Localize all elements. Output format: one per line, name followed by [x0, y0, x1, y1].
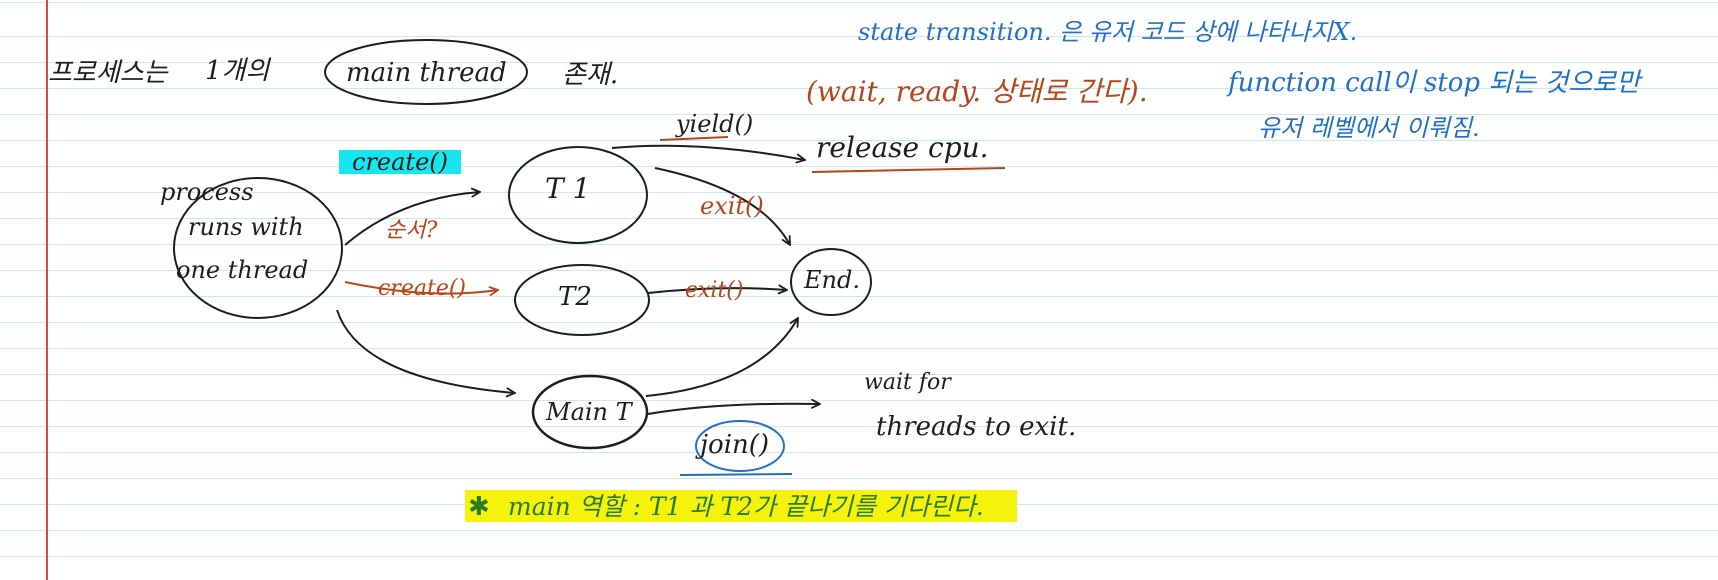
note-orange: (wait, ready. 상태로 간다).: [806, 75, 1148, 108]
edge-main-end: [645, 318, 798, 397]
edge-yield: [611, 144, 805, 160]
main-t-node: [531, 374, 649, 450]
join-underline: [679, 473, 793, 476]
edge-process-main: [336, 309, 515, 393]
process-label-1: process: [160, 178, 254, 206]
edge-main-join: [647, 404, 820, 415]
end-node: [790, 248, 872, 316]
header-suffix: 존재.: [562, 60, 619, 90]
yield-underline: [659, 136, 729, 141]
wait-for-label: wait for: [864, 370, 951, 395]
edge-create-t1: [344, 192, 480, 246]
edge-t1-exit: [654, 167, 790, 245]
process-label-3: one thread: [176, 256, 309, 284]
t2-label: T2: [558, 282, 592, 312]
margin-line: [46, 0, 48, 580]
header-main-thread: main thread: [346, 58, 507, 88]
release-cpu-label: release cpu.: [816, 131, 989, 164]
order-question-label: 순서?: [385, 218, 438, 243]
release-underline: [811, 167, 1006, 173]
t2-node: [514, 264, 650, 336]
t1-node: [508, 146, 648, 244]
note-blue-line1: state transition. 은 유저 코드 상에 나타나지X.: [858, 18, 1358, 46]
edge-t2-exit: [647, 288, 787, 293]
header-count: 1개의: [205, 56, 270, 86]
join-label: join(): [700, 430, 770, 460]
main-thread-ellipse: [324, 39, 528, 105]
exit-t2-label: exit(): [685, 278, 744, 303]
t1-label: T 1: [545, 172, 591, 205]
footnote-highlight: [465, 490, 1017, 522]
process-node: [173, 177, 343, 319]
threads-to-exit-label: threads to exit.: [876, 412, 1077, 442]
note-blue-line2: function call이 stop 되는 것으로만: [1228, 68, 1641, 98]
end-label: End.: [804, 266, 860, 294]
edge-create-t2: [344, 281, 498, 294]
main-t-label: Main T: [546, 398, 632, 426]
create-highlight: [339, 150, 461, 174]
create-label-top: create(): [352, 148, 448, 176]
exit-t1-label: exit(): [700, 192, 764, 220]
note-blue-line3: 유저 레벨에서 이뤄짐.: [1258, 114, 1480, 142]
yield-label: yield(): [676, 110, 754, 138]
footnote-star-icon: ✱: [468, 492, 490, 522]
join-circle: [695, 420, 785, 472]
header-prefix: 프로세스는: [48, 58, 168, 88]
footnote-text: main 역할 : T1 과 T2가 끝나기를 기다린다.: [508, 492, 984, 521]
create-label-bottom: create(): [378, 276, 466, 301]
process-label-2: runs with: [188, 213, 304, 241]
